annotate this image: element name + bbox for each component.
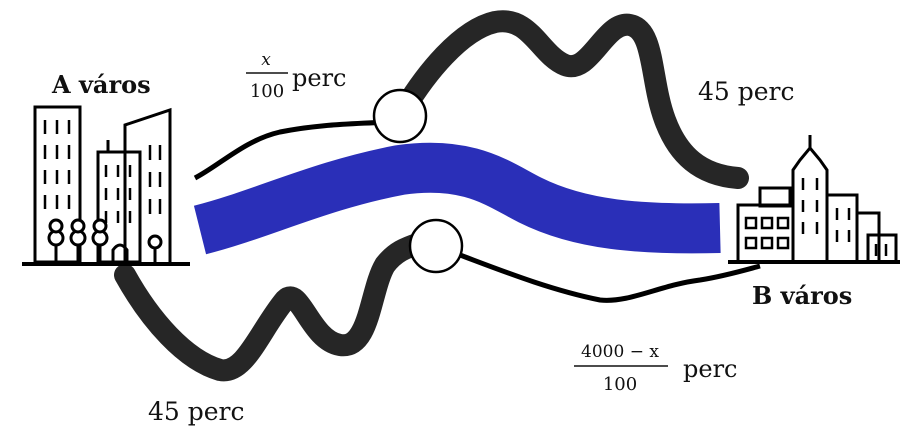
lower-road-numerator: 4000 − x <box>581 342 659 362</box>
lower-bridge-node <box>408 218 464 274</box>
upper-road-unit: perc <box>292 64 346 92</box>
river <box>193 142 721 255</box>
upper-mountain-road <box>394 10 749 189</box>
upper-mountain-time: 45 perc <box>698 77 795 106</box>
upper-road-denominator: 100 <box>250 81 284 102</box>
city-a-label: A város <box>51 70 151 99</box>
lower-mountain-time: 45 perc <box>148 397 245 426</box>
upper-road-a-side <box>193 119 386 181</box>
city-b-label: B város <box>752 281 852 310</box>
city-b-icon <box>728 135 900 264</box>
upper-bridge-node <box>372 88 428 144</box>
lower-mountain-road <box>114 232 431 382</box>
lower-road-denominator: 100 <box>603 374 637 395</box>
lower-road-b-side <box>459 252 761 303</box>
lower-road-unit: perc <box>683 355 737 383</box>
upper-road-numerator: x <box>261 50 271 70</box>
city-a-icon <box>22 105 190 266</box>
